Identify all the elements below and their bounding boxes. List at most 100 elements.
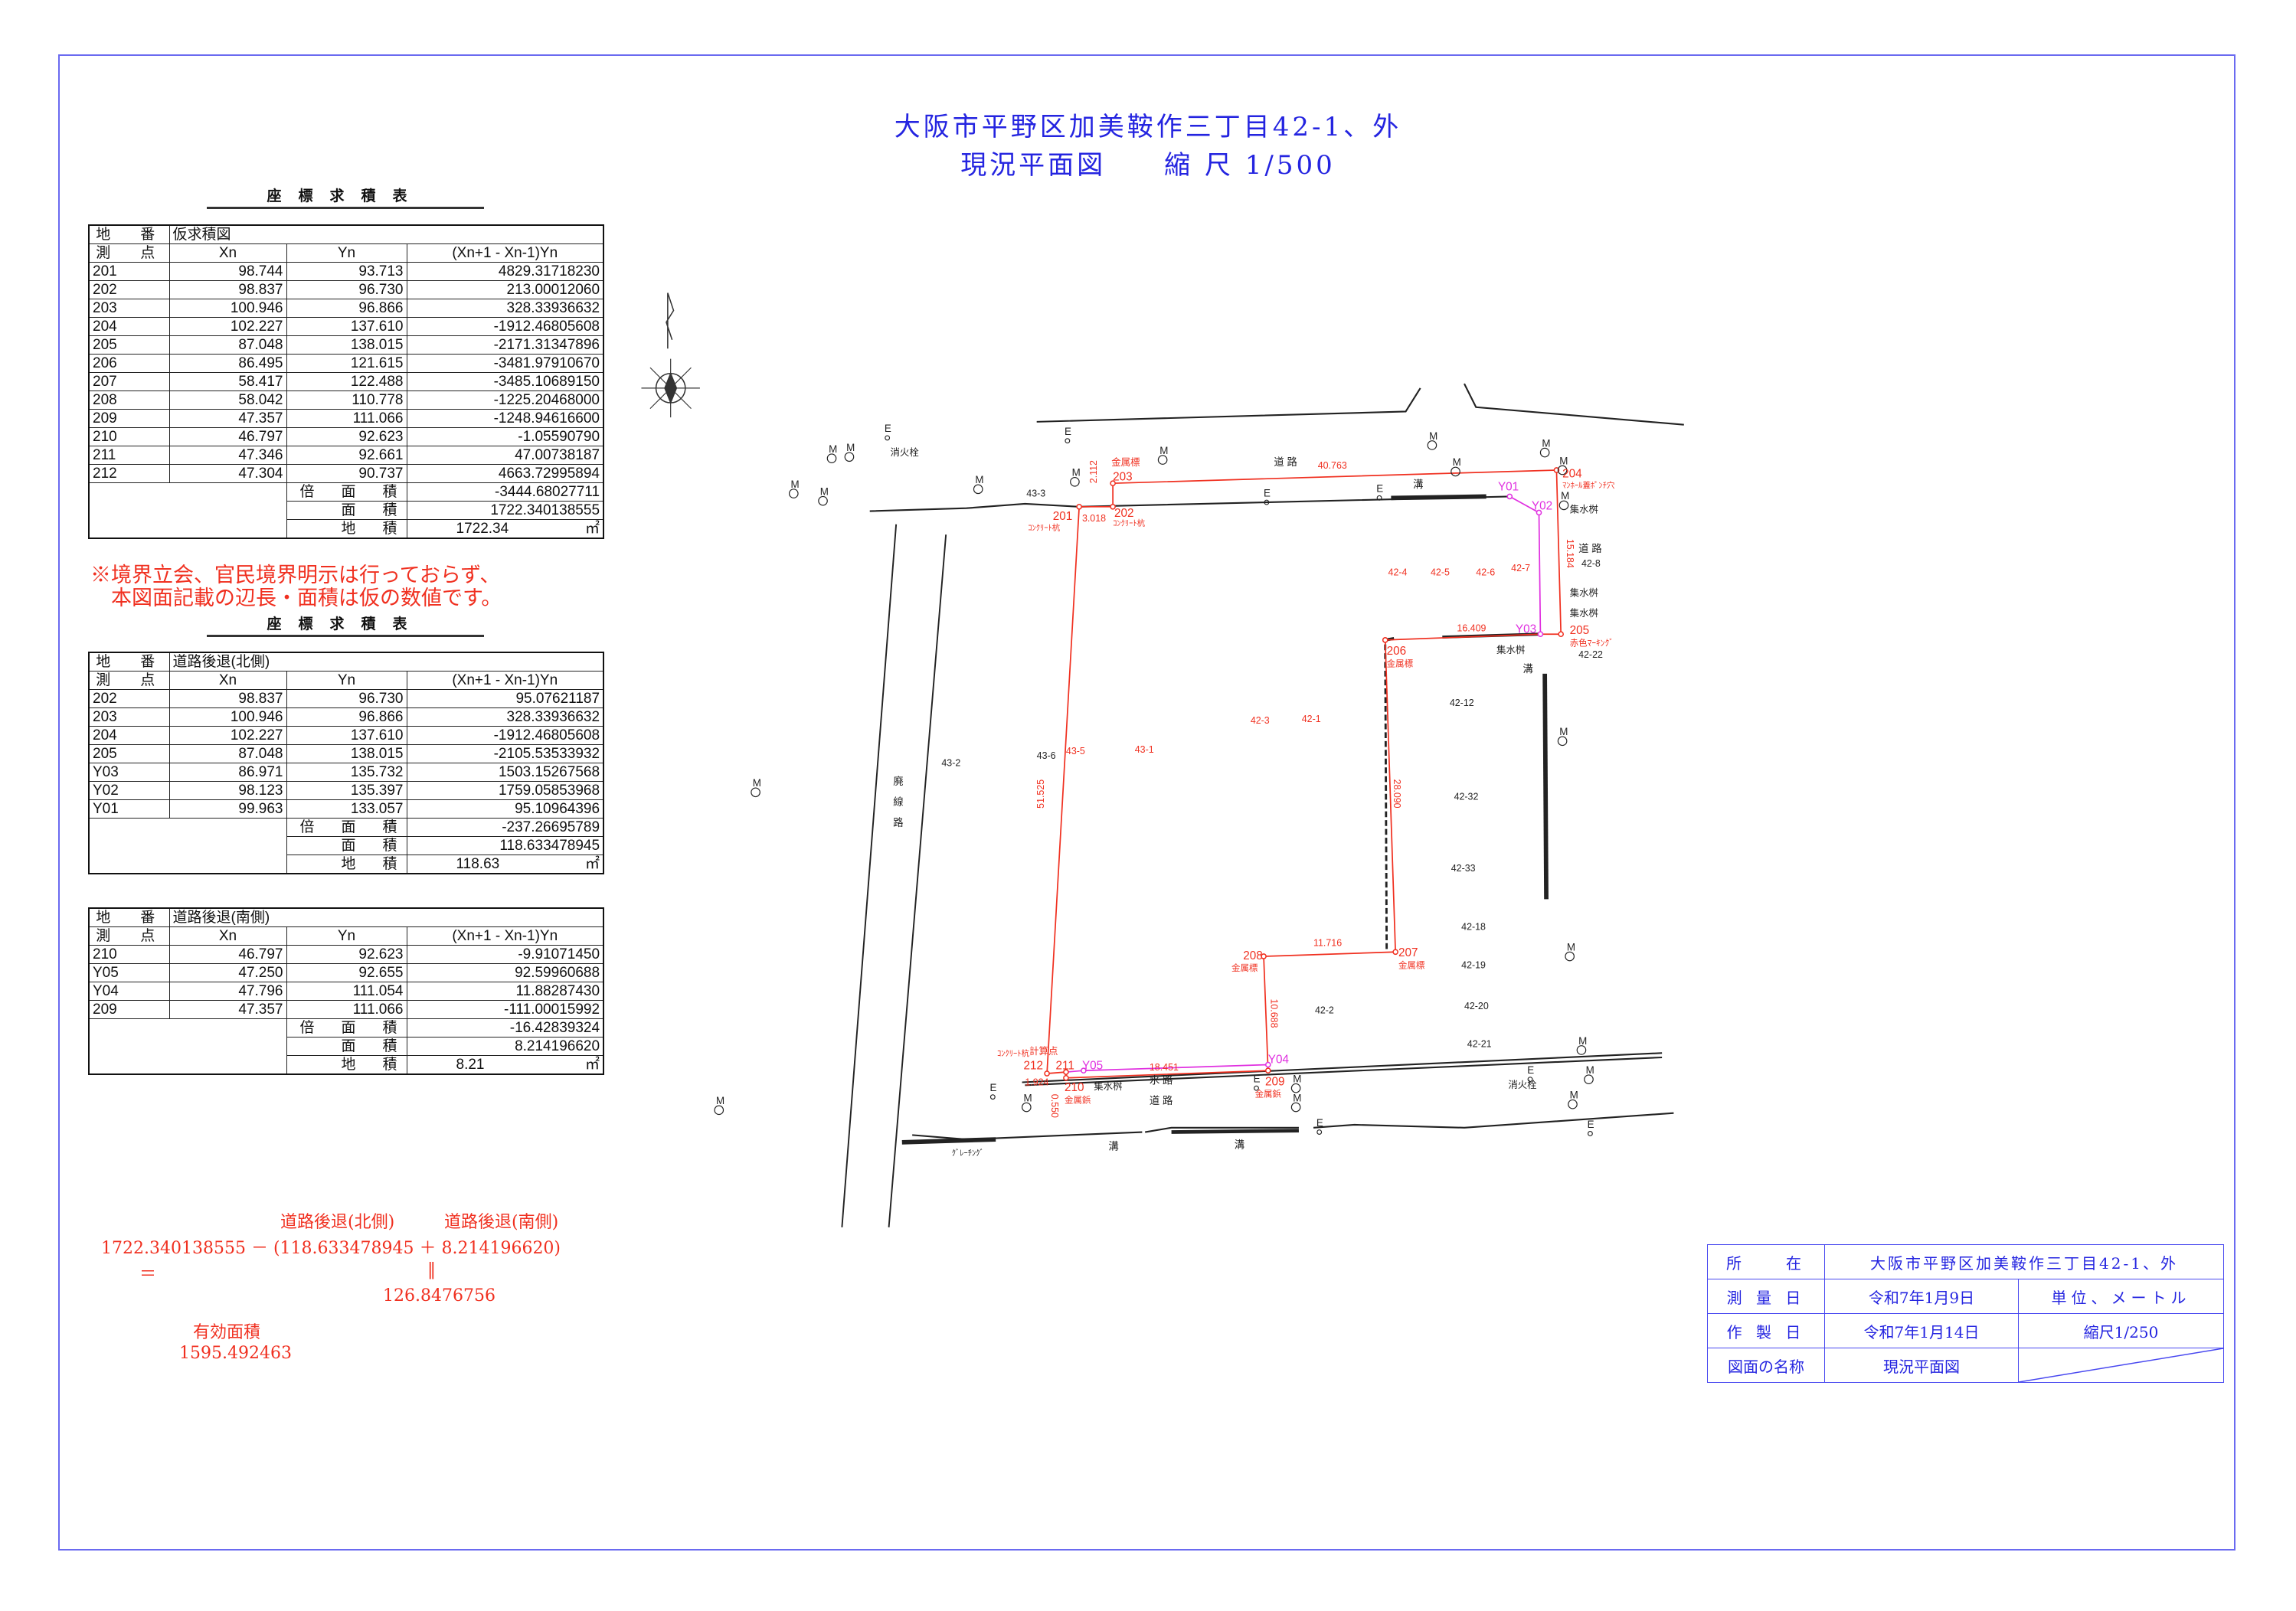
map-label: 3.018 xyxy=(1082,513,1106,524)
made-date: 令和7年1月14日 xyxy=(1824,1313,2019,1348)
manhole-cover-icon xyxy=(973,484,983,495)
manhole-icon: M xyxy=(1453,456,1461,468)
electric-pole-icon: E xyxy=(885,423,891,434)
manhole-cover-icon xyxy=(1290,1102,1301,1113)
map-label: 43-5 xyxy=(1066,746,1085,756)
product-cell: -1225.20468000 xyxy=(406,390,604,410)
product-cell: 95.07621187 xyxy=(406,689,604,708)
map-label: 42-19 xyxy=(1461,959,1486,970)
manhole-cover-icon xyxy=(826,453,837,463)
map-label: 209 xyxy=(1265,1075,1284,1088)
product-cell: -111.00015992 xyxy=(406,1000,604,1019)
map-label: 金属標 xyxy=(1387,658,1414,668)
xn-cell: 47.346 xyxy=(168,446,287,465)
map-label: 消火栓 xyxy=(1508,1079,1537,1090)
map-label: 集水桝 xyxy=(1570,503,1598,515)
column-header: (Xn+1 - Xn-1)Yn xyxy=(406,243,604,263)
xn-cell: 87.048 xyxy=(168,744,287,763)
manhole-cover-icon xyxy=(1557,465,1568,475)
manhole-cover-icon xyxy=(1290,1083,1301,1093)
manhole-icon: M xyxy=(820,485,829,497)
electric-pole-icon: E xyxy=(1527,1064,1534,1076)
map-label: 42-4 xyxy=(1388,567,1408,578)
map-label: Y02 xyxy=(1532,500,1552,513)
map-label: 43-2 xyxy=(941,757,960,768)
drawing-name: 現況平面図 xyxy=(1824,1348,2019,1383)
map-label: ｺﾝｸﾘｰﾄ杭 xyxy=(997,1048,1029,1058)
map-label: Y03 xyxy=(1516,623,1536,636)
summary-label: 地 積 xyxy=(286,519,407,539)
map-label: ｺﾝｸﾘｰﾄ杭 xyxy=(1028,522,1060,532)
unit: 単位、メートル xyxy=(2018,1279,2224,1314)
product-cell: -3485.10689150 xyxy=(406,372,604,391)
empty-cell xyxy=(88,482,287,539)
pole-marker-icon xyxy=(1316,1129,1323,1135)
unit-label: ㎡ xyxy=(585,1057,600,1073)
manhole-cover-icon xyxy=(1451,466,1460,477)
summary-row: 倍 面 積-237.26695789 xyxy=(88,818,604,874)
electric-pole-icon: E xyxy=(990,1082,997,1093)
pole-marker-icon xyxy=(1254,1085,1259,1091)
manhole-icon: M xyxy=(1578,1035,1587,1047)
map-label: 42-5 xyxy=(1431,567,1450,578)
map-label: 道 路 xyxy=(1274,456,1297,468)
survey-point-marker xyxy=(1110,503,1116,510)
point-id-cell: 206 xyxy=(88,354,170,373)
map-label: 42-3 xyxy=(1251,715,1270,726)
point-id-cell: Y01 xyxy=(88,799,170,819)
formula-equals: ＝ xyxy=(139,1265,157,1284)
map-label: 赤色ﾏｰｷﾝｸﾞ xyxy=(1570,638,1614,649)
xn-cell: 100.946 xyxy=(168,299,287,318)
manhole-icon: M xyxy=(753,777,761,789)
map-label: 212 xyxy=(1023,1059,1042,1072)
manhole-cover-icon xyxy=(1427,440,1437,450)
pole-marker-icon xyxy=(1376,495,1382,501)
manhole-icon: M xyxy=(829,443,837,455)
map-label: 金属鋲 xyxy=(1065,1094,1091,1105)
table-title-provisional: 座標求積表 xyxy=(207,185,484,209)
manhole-icon: M xyxy=(1567,941,1575,953)
map-label: 金属鋲 xyxy=(1255,1089,1282,1100)
survey-point-marker xyxy=(1076,503,1082,510)
electric-pole-icon: E xyxy=(1588,1119,1594,1130)
xn-cell: 47.304 xyxy=(168,464,287,483)
manhole-cover-icon xyxy=(818,495,828,506)
warning-note-line1: ※境界立会、官民境界明示は行っておらず、 xyxy=(90,564,501,587)
point-id-cell: 209 xyxy=(88,409,170,428)
map-label: 42-7 xyxy=(1511,563,1530,573)
effective-area-value: 1595.492463 xyxy=(179,1344,292,1363)
xn-cell: 98.837 xyxy=(168,280,287,299)
drawing-frame xyxy=(58,54,2235,1551)
point-id-cell: Y03 xyxy=(88,763,170,782)
column-header: Yn xyxy=(286,671,407,690)
manhole-cover-icon xyxy=(1021,1102,1032,1113)
xn-cell: 47.357 xyxy=(168,409,287,428)
retreat-point-marker xyxy=(1536,509,1542,516)
old-railway-lines xyxy=(841,524,947,1227)
map-label: 51.525 xyxy=(1035,779,1046,809)
map-label: 道 路 xyxy=(1578,543,1602,554)
empty-cell xyxy=(88,818,287,874)
pole-marker-icon xyxy=(1264,499,1270,505)
map-label: 金属標 xyxy=(1231,962,1258,973)
drawing-name-label: 図面の名称 xyxy=(1707,1348,1825,1383)
map-label: 水 路 xyxy=(1150,1074,1173,1086)
manhole-cover-icon xyxy=(1584,1074,1594,1084)
location-value: 大阪市平野区加美鞍作三丁目42-1、外 xyxy=(1824,1244,2224,1279)
formula-expression: 1722.340138555 － (118.633478945 ＋ 8.2141… xyxy=(101,1239,561,1258)
effective-area-label: 有効面積 xyxy=(193,1323,261,1342)
electric-pole-icon: E xyxy=(1254,1073,1261,1085)
